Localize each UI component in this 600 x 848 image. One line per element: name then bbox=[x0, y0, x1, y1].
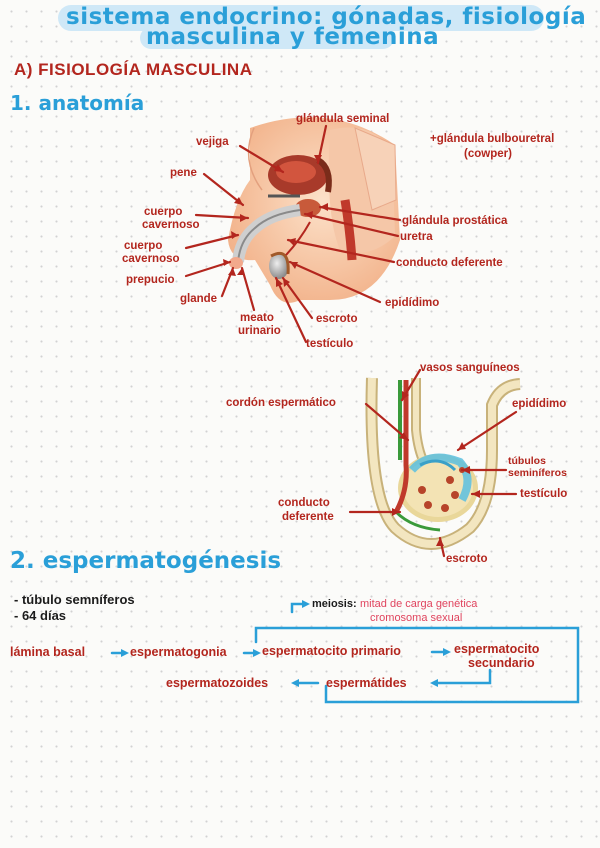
label-cuerpo-cavernoso: cuerpo bbox=[144, 206, 183, 218]
label-vejiga: vejiga bbox=[196, 136, 229, 148]
label-glandula-seminal: glándula seminal bbox=[296, 113, 390, 125]
label-conducto-2: deferente bbox=[282, 511, 334, 523]
title-highlight bbox=[58, 5, 544, 31]
section-heading: 1. anatomía bbox=[10, 91, 145, 115]
section-heading: A) FISIOLOGÍA MASCULINA bbox=[14, 60, 253, 79]
flow-espermatocito-secundario-2: secundario bbox=[468, 656, 535, 670]
page-subtitle: masculina y femenina bbox=[146, 24, 440, 50]
label-testiculo: testículo bbox=[306, 338, 354, 350]
label-cuerpo-esponjoso: cuerpo bbox=[124, 240, 163, 252]
label-pene: pene bbox=[170, 167, 197, 179]
label-cuerpo-cavernoso-2: cavernoso bbox=[142, 219, 200, 231]
flow-lamina-basal: lámina basal bbox=[10, 645, 86, 659]
page-title: sistema endocrino: gónadas, fisiología bbox=[66, 4, 587, 30]
label-epididimo-2: epidídimo bbox=[512, 398, 567, 410]
section-heading: 2. espermatogénesis bbox=[10, 548, 282, 574]
flow-espermatocito-primario: espermatocito primario bbox=[262, 644, 401, 658]
flow-espermatocito-secundario: espermatocito bbox=[454, 642, 540, 656]
label-bulbouretral: +glándula bulbouretral bbox=[430, 133, 555, 145]
label-escroto-2: escroto bbox=[446, 553, 488, 565]
label-vasos-sanguineos: vasos sanguíneos bbox=[420, 362, 520, 374]
label-epididimo: epidídimo bbox=[385, 297, 440, 309]
flow-meiosis: meiosis: bbox=[312, 598, 357, 610]
label-tubulos-2: seminíferos bbox=[508, 467, 567, 479]
flow-meiosis-note-2: cromosoma sexual bbox=[370, 612, 463, 624]
label-tubulos: túbulos bbox=[508, 455, 546, 467]
label-bulbouretral-sub: (cowper) bbox=[464, 148, 512, 160]
label-cuerpo-esponjoso-2: cavernoso bbox=[122, 253, 180, 265]
flow-espermatozoides: espermatozoides bbox=[166, 676, 269, 690]
label-meato: meato bbox=[240, 312, 274, 324]
label-conducto: conducto bbox=[278, 497, 330, 509]
label-prepucio: prepucio bbox=[126, 274, 175, 286]
label-meato-2: urinario bbox=[238, 325, 281, 337]
label-glandula-prostatica: glándula prostática bbox=[402, 215, 508, 227]
flow-meiosis-note: mitad de carga genética bbox=[360, 598, 478, 610]
note-item: - 64 días bbox=[14, 608, 67, 623]
label-glande: glande bbox=[180, 293, 218, 305]
label-testiculo-2: testículo bbox=[520, 488, 568, 500]
label-uretra: uretra bbox=[400, 231, 433, 243]
label-cordon-espermatico: cordón espermático bbox=[226, 397, 336, 409]
note-item: - túbulo semníferos bbox=[14, 592, 135, 607]
flow-espermatides: espermátides bbox=[326, 676, 407, 690]
label-escroto: escroto bbox=[316, 313, 358, 325]
flow-espermatogonia: espermatogonia bbox=[130, 645, 227, 659]
title-highlight bbox=[140, 27, 394, 49]
label-conducto-deferente: conducto deferente bbox=[396, 257, 503, 269]
